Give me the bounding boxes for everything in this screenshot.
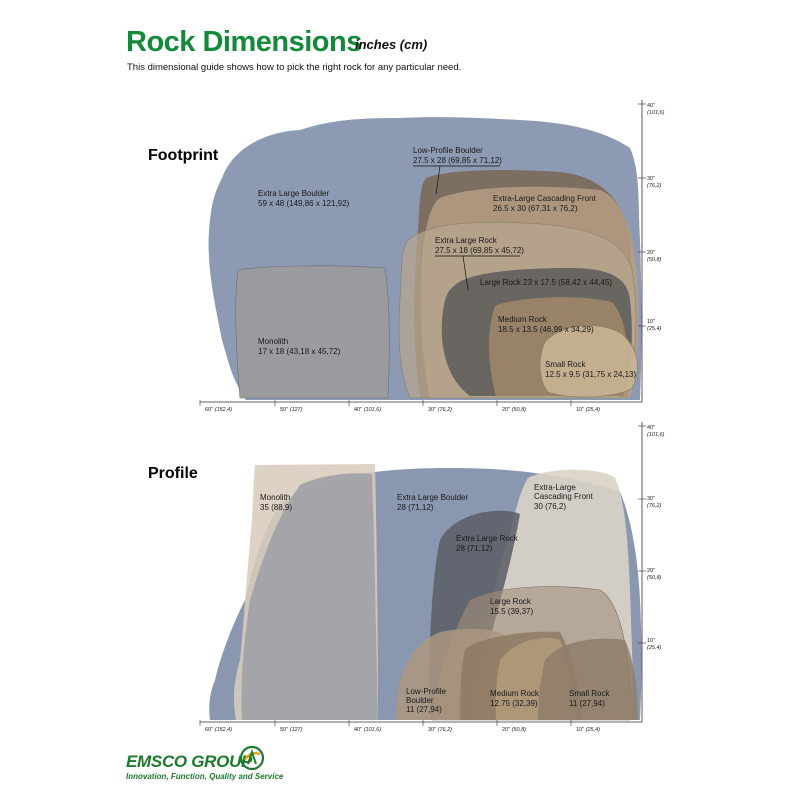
fp-xtick-60: 60" (152,4) bbox=[205, 407, 232, 413]
pr-xtick-50: 50" (127) bbox=[280, 727, 303, 733]
fp-dims-xl-boulder: 59 x 48 (149,86 x 121,92) bbox=[258, 199, 350, 208]
fp-ytick-10-cm: (25,4) bbox=[647, 326, 662, 332]
pr-label-small-rock: Small Rock bbox=[569, 689, 610, 698]
pr-xtick-40: 40" (101,6) bbox=[354, 727, 381, 733]
pr-ytick-30-cm: (76,2) bbox=[647, 503, 662, 509]
pr-xtick-20: 20" (50,8) bbox=[502, 727, 526, 733]
fp-label-monolith: Monolith bbox=[258, 337, 288, 346]
pr-ytick-10: 10" bbox=[647, 638, 655, 644]
fp-ytick-40: 40" bbox=[647, 103, 655, 109]
fp-leader-xl-rock-drop bbox=[462, 255, 469, 291]
pr-ytick-40-cm: (101,6) bbox=[647, 432, 665, 438]
fp-ytick-20: 20" bbox=[647, 250, 655, 256]
units-label: inches (cm) bbox=[355, 37, 428, 52]
pr-label-monolith: Monolith bbox=[260, 493, 290, 502]
pr-dims-xl-boulder: 28 (71,12) bbox=[397, 503, 434, 512]
fp-ytick-30: 30" bbox=[647, 176, 655, 182]
pr-label-low-profile-1: Low-Profile bbox=[406, 687, 447, 696]
pr-ytick-20: 20" bbox=[647, 568, 655, 574]
pr-label-low-profile-2: Boulder bbox=[406, 696, 434, 705]
pr-xtick-60: 60" (152,4) bbox=[205, 727, 232, 733]
fp-xtick-30: 30" (76,2) bbox=[428, 407, 452, 413]
footprint-section-title: Footprint bbox=[148, 147, 219, 164]
pr-dims-small-rock: 11 (27,94) bbox=[569, 699, 605, 708]
fp-dims-cascading: 26.5 x 30 (67,31 x 76,2) bbox=[493, 204, 578, 213]
footprint-x-ticks: 60" (152,4) 50" (127) 40" (101,6) 30" (7… bbox=[199, 400, 600, 413]
fp-label-xl-boulder: Extra Large Boulder bbox=[258, 189, 329, 198]
fp-dims-small-rock: 12.5 x 9.5 (31,75 x 24,13) bbox=[545, 370, 637, 379]
pr-ytick-10-cm: (25,4) bbox=[647, 645, 662, 651]
footprint-small-rock-shape bbox=[539, 325, 638, 398]
pr-ytick-40: 40" bbox=[647, 425, 655, 431]
pr-dims-large-rock: 15.5 (39,37) bbox=[490, 607, 533, 616]
footprint-monolith-shape bbox=[235, 265, 390, 399]
pr-ytick-30: 30" bbox=[647, 496, 655, 502]
pr-ytick-20-cm: (50,8) bbox=[647, 575, 662, 581]
fp-label-small-rock: Small Rock bbox=[545, 360, 586, 369]
fp-label-low-profile: Low-Profile Boulder bbox=[413, 146, 483, 155]
pr-label-cascading-2: Cascading Front bbox=[534, 492, 593, 501]
pr-xtick-30: 30" (76,2) bbox=[428, 727, 452, 733]
fp-dims-low-profile: 27.5 x 28 (69,85 x 71,12) bbox=[413, 156, 502, 165]
pr-dims-cascading: 30 (76,2) bbox=[534, 502, 566, 511]
profile-panel: 60" (152,4) 50" (127) 40" (101,6) 30" (7… bbox=[148, 422, 665, 733]
fp-ytick-20-cm: (50,8) bbox=[647, 257, 662, 263]
fp-xtick-40: 40" (101,6) bbox=[354, 407, 381, 413]
fp-ytick-40-cm: (101,6) bbox=[647, 110, 665, 116]
pr-dims-medium-rock: 12.75 (32,39) bbox=[490, 699, 538, 708]
fp-xtick-20: 20" (50,8) bbox=[502, 407, 526, 413]
profile-small-rock-shape bbox=[538, 638, 638, 720]
pr-dims-low-profile: 11 (27,94) bbox=[406, 705, 442, 714]
page-title: Rock Dimensions bbox=[126, 26, 362, 58]
logo-mark-icon bbox=[239, 745, 265, 771]
fp-dims-monolith: 17 x 18 (43,18 x 45,72) bbox=[258, 347, 341, 356]
fp-xtick-50: 50" (127) bbox=[280, 407, 303, 413]
profile-monolith-inner-shape bbox=[241, 473, 378, 720]
fp-dims-xl-rock: 27.5 x 18 (69,85 x 45,72) bbox=[435, 246, 524, 255]
brand-tagline: Innovation, Function, Quality and Servic… bbox=[126, 772, 284, 781]
page-subtitle: This dimensional guide shows how to pick… bbox=[127, 62, 462, 73]
pr-label-medium-rock: Medium Rock bbox=[490, 689, 540, 698]
fp-label-medium-rock: Medium Rock bbox=[498, 315, 548, 324]
footprint-y-ticks: 40" (101,6) 30" (76,2) 20" (50,8) 10" (2… bbox=[638, 103, 665, 332]
profile-x-ticks: 60" (152,4) 50" (127) 40" (101,6) 30" (7… bbox=[199, 720, 600, 733]
emsco-logo: EMSCO GROUP bbox=[126, 752, 253, 771]
fp-label-large-rock: Large Rock 23 x 17.5 (58,42 x 44,45) bbox=[480, 278, 612, 287]
fp-ytick-30-cm: (76,2) bbox=[647, 183, 662, 189]
footprint-panel: 60" (152,4) 50" (127) 40" (101,6) 30" (7… bbox=[148, 100, 665, 413]
profile-section-title: Profile bbox=[148, 465, 198, 482]
pr-dims-xl-rock: 28 (71,12) bbox=[456, 544, 493, 553]
fp-leader-low-profile-drop bbox=[435, 165, 441, 195]
pr-xtick-10: 10" (25,4) bbox=[576, 727, 600, 733]
fp-dims-medium-rock: 18.5 x 13.5 (46,99 x 34,29) bbox=[498, 325, 594, 334]
pr-label-xl-boulder: Extra Large Boulder bbox=[397, 493, 468, 502]
profile-y-ticks: 40" (101,6) 30" (76,2) 20" (50,8) 10" (2… bbox=[638, 425, 665, 651]
fp-label-xl-rock: Extra Large Rock bbox=[435, 236, 498, 245]
pr-label-large-rock: Large Rock bbox=[490, 597, 532, 606]
fp-xtick-10: 10" (25,4) bbox=[576, 407, 600, 413]
fp-label-cascading: Extra-Large Cascading Front bbox=[493, 194, 596, 203]
fp-ytick-10: 10" bbox=[647, 319, 655, 325]
pr-dims-monolith: 35 (88,9) bbox=[260, 503, 292, 512]
pr-label-xl-rock: Extra Large Rock bbox=[456, 534, 519, 543]
pr-label-cascading-1: Extra-Large bbox=[534, 483, 576, 492]
